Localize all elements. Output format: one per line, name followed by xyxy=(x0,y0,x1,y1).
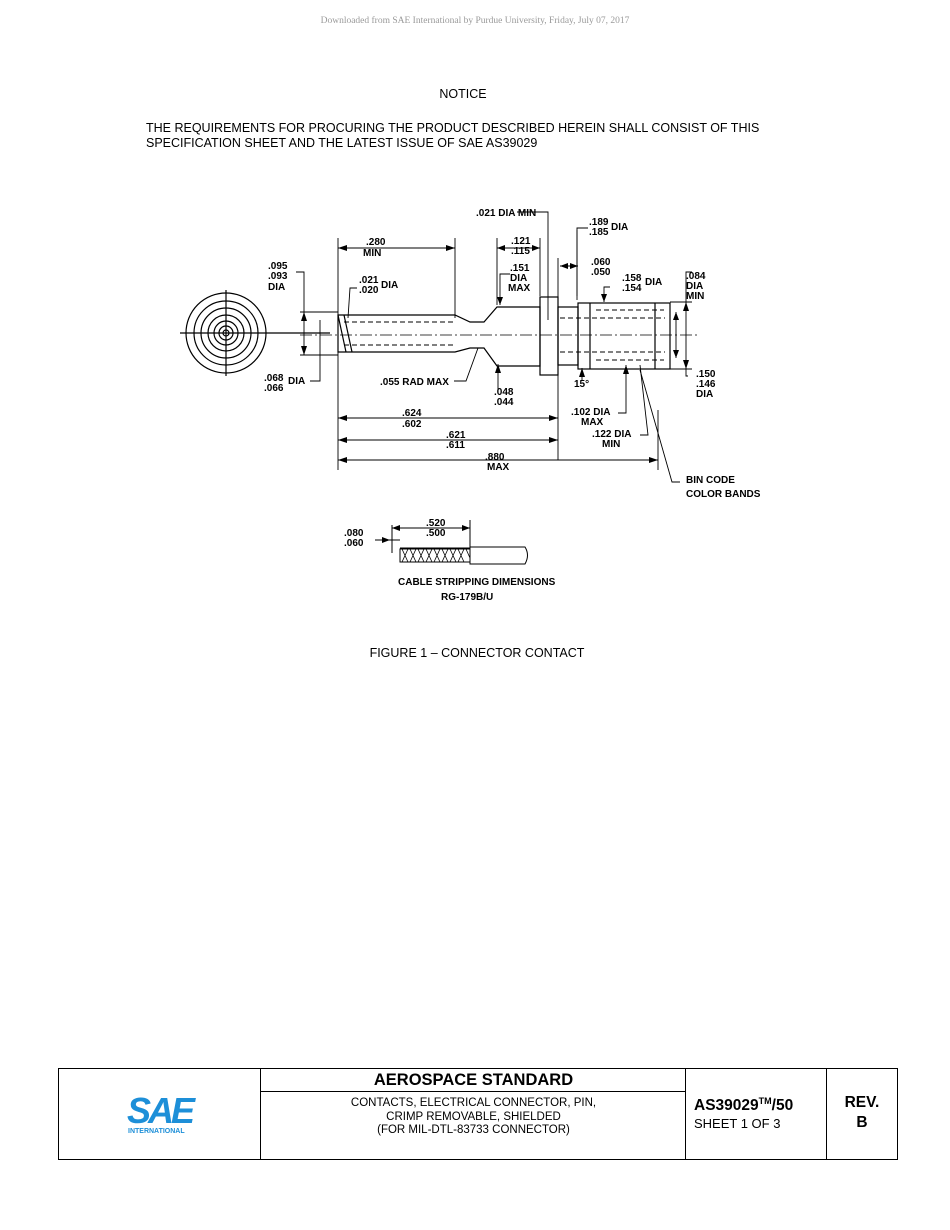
document-number-suffix: /50 xyxy=(771,1097,794,1115)
description-line-2: CRIMP REMOVABLE, SHIELDED xyxy=(386,1110,561,1123)
dim-068-dia: DIA xyxy=(288,376,305,387)
color-bands-label: COLOR BANDS xyxy=(686,489,761,500)
connector-contact-drawing: .021 DIA MIN .189 .185 DIA .280 MIN .121… xyxy=(180,208,761,603)
pin-side-view xyxy=(300,296,700,376)
dim-150-dia: DIA xyxy=(696,389,713,400)
dim-084-min: MIN xyxy=(686,291,704,302)
dim-122-min: MIN xyxy=(602,439,620,450)
end-view-circles xyxy=(180,290,330,376)
title-block-logo-cell: SAE INTERNATIONAL xyxy=(59,1069,261,1159)
dim-020: .020 xyxy=(359,285,379,296)
dim-151-max: MAX xyxy=(508,283,531,294)
dimension-lines xyxy=(296,211,692,483)
dim-880: .880 xyxy=(485,452,505,463)
dim-154: .154 xyxy=(622,283,642,294)
dim-048: .048 xyxy=(494,387,514,398)
dim-066: .066 xyxy=(264,383,284,394)
dim-150: .150 xyxy=(696,369,716,380)
trademark-mark: TM xyxy=(758,1096,772,1106)
standard-description: CONTACTS, ELECTRICAL CONNECTOR, PIN, CRI… xyxy=(261,1097,686,1138)
dim-280-min: MIN xyxy=(363,248,381,259)
dim-084-dia: DIA xyxy=(686,281,703,292)
dimension-labels: .021 DIA MIN .189 .185 DIA .280 MIN .121… xyxy=(264,208,761,603)
notice-title: NOTICE xyxy=(439,87,487,101)
cable-stripping-label: CABLE STRIPPING DIMENSIONS xyxy=(398,577,556,588)
dim-500: .500 xyxy=(426,528,446,539)
dim-189: .189 xyxy=(589,217,609,228)
notice-line-1: THE REQUIREMENTS FOR PROCURING THE PRODU… xyxy=(146,121,760,135)
dim-021-dia-min: .021 DIA MIN xyxy=(476,208,536,219)
notice-line-2: SPECIFICATION SHEET AND THE LATEST ISSUE… xyxy=(146,136,538,150)
bin-code-label: BIN CODE xyxy=(686,475,735,486)
dim-102-dia: .102 DIA xyxy=(571,407,610,418)
dim-189-dia: DIA xyxy=(611,222,628,233)
dim-122-dia: .122 DIA xyxy=(592,429,631,440)
dim-084: .084 xyxy=(686,271,706,282)
dim-044: .044 xyxy=(494,397,514,408)
dim-280: .280 xyxy=(366,237,386,248)
dim-095-dia: DIA xyxy=(268,282,285,293)
dim-121: .121 xyxy=(511,236,531,247)
dim-060: .060 xyxy=(591,257,611,268)
dim-158: .158 xyxy=(622,273,642,284)
cable-type-label: RG-179B/U xyxy=(441,592,493,603)
dim-080: .080 xyxy=(344,528,364,539)
cable-stripping-sketch xyxy=(375,520,528,565)
dim-055-rad: .055 RAD MAX xyxy=(380,377,449,388)
dim-115: .115 xyxy=(511,246,530,257)
dim-880-max: MAX xyxy=(487,462,510,473)
dim-021-dia: DIA xyxy=(381,280,398,291)
dim-151: .151 xyxy=(510,263,530,274)
figure-caption: FIGURE 1 – CONNECTOR CONTACT xyxy=(369,646,585,660)
revision-value: B xyxy=(856,1114,868,1131)
dim-021: .021 xyxy=(359,275,379,286)
dim-621: .621 xyxy=(446,430,466,441)
dim-520: .520 xyxy=(426,518,446,529)
dim-151-dia: DIA xyxy=(510,273,527,284)
title-block-revision-cell: REV. B xyxy=(827,1069,897,1159)
notice-body: THE REQUIREMENTS FOR PROCURING THE PRODU… xyxy=(146,121,846,151)
document-number-base: AS39029 xyxy=(694,1097,759,1115)
standard-heading: AEROSPACE STANDARD xyxy=(261,1069,686,1092)
dim-158-dia: DIA xyxy=(645,277,662,288)
dim-15-deg: 15° xyxy=(574,379,589,390)
description-line-1: CONTACTS, ELECTRICAL CONNECTOR, PIN, xyxy=(350,1097,597,1109)
download-watermark: Downloaded from SAE International by Pur… xyxy=(320,16,630,26)
sae-logo-subtitle: INTERNATIONAL xyxy=(128,1128,185,1135)
sheet-number: SHEET 1 OF 3 xyxy=(694,1116,781,1131)
dim-050: .050 xyxy=(591,267,611,278)
dim-060b: .060 xyxy=(344,538,364,549)
dim-093: .093 xyxy=(268,271,288,282)
sae-logo: SAE INTERNATIONAL xyxy=(127,1091,197,1135)
dim-146: .146 xyxy=(696,379,716,390)
dim-602: .602 xyxy=(402,419,422,430)
dim-624: .624 xyxy=(402,408,422,419)
sae-logo-letters: SAE xyxy=(127,1091,196,1131)
revision-label: REV. xyxy=(844,1094,880,1111)
description-line-3: (FOR MIL-DTL-83733 CONNECTOR) xyxy=(377,1124,570,1136)
document-number: AS39029TM/50 xyxy=(694,1096,793,1115)
title-block: SAE INTERNATIONAL AEROSPACE STANDARD CON… xyxy=(58,1068,898,1160)
arrowheads xyxy=(301,245,689,463)
dim-185: .185 xyxy=(589,227,609,238)
dim-095: .095 xyxy=(268,261,288,272)
title-block-document-cell: AS39029TM/50 SHEET 1 OF 3 xyxy=(686,1069,827,1159)
dim-102-max: MAX xyxy=(581,417,604,428)
dim-611: .611 xyxy=(446,440,465,451)
revision: REV. B xyxy=(827,1093,897,1133)
dim-068: .068 xyxy=(264,373,284,384)
title-block-description-cell: AEROSPACE STANDARD CONTACTS, ELECTRICAL … xyxy=(261,1069,686,1159)
